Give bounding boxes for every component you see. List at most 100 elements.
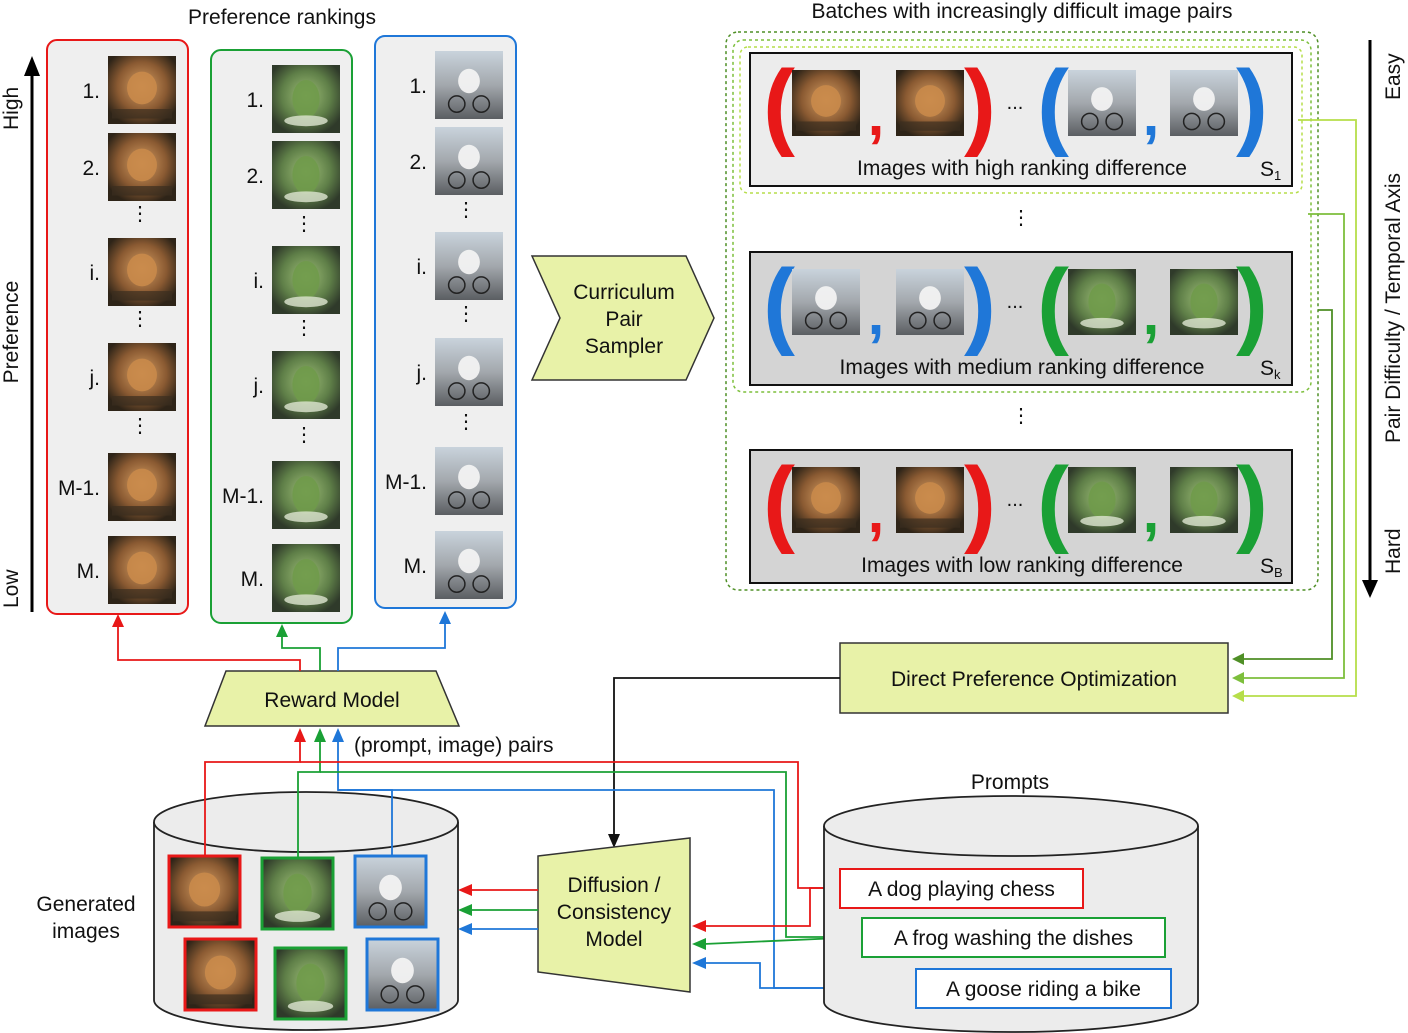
ranking-thumb-goose-5 xyxy=(435,531,503,599)
pair-ellipsis-2: ... xyxy=(1007,489,1024,511)
dpo-label: Direct Preference Optimization xyxy=(891,668,1177,691)
batch-panel-medium: (),(),...Images with medium ranking diff… xyxy=(749,250,1293,386)
batch-tag-sub-0: 1 xyxy=(1274,168,1281,183)
pair-open-paren-0-0: ( xyxy=(763,51,795,158)
pair-ellipsis-1: ... xyxy=(1007,291,1024,313)
pair-open-paren-2-0: ( xyxy=(763,448,795,555)
pair-close-paren-0-1: ) xyxy=(1236,51,1268,158)
pair-open-paren-1-1: ( xyxy=(1037,250,1069,357)
reward-model-block: Reward Model xyxy=(203,670,461,727)
rank-label-frog-1: 2. xyxy=(246,165,264,188)
ranking-column-frog: 1.2.i.j.M-1.M.⋮⋮⋮ xyxy=(210,49,353,624)
generated-thumb-1 xyxy=(260,856,335,931)
generated-line2: images xyxy=(52,920,120,943)
dpo-block: Direct Preference Optimization xyxy=(839,642,1229,714)
pair-thumb-2-1-b xyxy=(1170,467,1238,533)
pair-thumb-2-0-b xyxy=(896,467,964,533)
prompt-item-goose: A goose riding a bike xyxy=(915,968,1172,1009)
generated-thumb-3 xyxy=(183,937,258,1012)
pair-open-paren-2-1: ( xyxy=(1037,448,1069,555)
generated-thumb-0 xyxy=(167,854,242,929)
curriculum-pair-sampler: Curriculum Pair Sampler xyxy=(530,255,715,381)
rank-label-goose-4: M-1. xyxy=(385,471,427,494)
axis-easy-label: Easy xyxy=(1382,53,1405,100)
ranking-thumb-goose-3 xyxy=(435,338,503,406)
pair-open-paren-0-1: ( xyxy=(1037,51,1069,158)
pair-ellipsis-0: ... xyxy=(1007,92,1024,114)
pair-comma-2-1: , xyxy=(1143,478,1160,545)
generated-line1: Generated xyxy=(36,893,135,916)
ranking-thumb-dog-5 xyxy=(108,536,176,604)
rank-dots-frog-2: ⋮ xyxy=(294,424,314,446)
pair-thumb-2-1-a xyxy=(1068,467,1136,533)
pair-comma-0-1: , xyxy=(1143,81,1160,148)
ranking-thumb-dog-0 xyxy=(108,56,176,124)
batch-vdots-2: ⋮ xyxy=(1011,405,1031,427)
images-to-reward-arrows xyxy=(204,728,393,858)
pair-thumb-1-1-a xyxy=(1068,269,1136,335)
prompt-item-dog: A dog playing chess xyxy=(839,868,1084,909)
rank-dots-dog-0: ⋮ xyxy=(130,203,150,225)
reward-to-rankings-arrows xyxy=(112,611,451,671)
diffusion-line1: Diffusion / xyxy=(568,874,661,897)
sampler-line1: Curriculum xyxy=(573,281,675,304)
ranking-thumb-goose-4 xyxy=(435,447,503,515)
ranking-thumb-frog-3 xyxy=(272,351,340,419)
generated-thumb-5 xyxy=(365,937,440,1012)
rank-label-dog-4: M-1. xyxy=(58,477,100,500)
rank-label-frog-2: i. xyxy=(254,270,265,293)
rank-label-frog-0: 1. xyxy=(246,89,264,112)
prompt-text-frog: A frog washing the dishes xyxy=(894,927,1133,950)
rank-label-goose-2: i. xyxy=(417,256,428,279)
rank-label-frog-3: j. xyxy=(253,375,265,398)
difficulty-axis: Easy Hard Pair Difficulty / Temporal Axi… xyxy=(1362,40,1405,598)
ranking-thumb-goose-1 xyxy=(435,127,503,195)
generated-thumb-4 xyxy=(273,946,348,1021)
axis-low-label: Low xyxy=(0,569,23,608)
ranking-thumb-dog-1 xyxy=(108,133,176,201)
ranking-thumb-frog-4 xyxy=(272,461,340,529)
dpo-to-diffusion-arrow xyxy=(608,677,840,848)
ranking-thumb-frog-1 xyxy=(272,141,340,209)
rank-label-dog-2: i. xyxy=(90,262,101,285)
batch-vdots-1: ⋮ xyxy=(1011,207,1031,229)
rank-dots-dog-1: ⋮ xyxy=(130,308,150,330)
pair-close-paren-1-1: ) xyxy=(1236,250,1268,357)
generated-thumb-2 xyxy=(353,854,428,929)
pair-thumb-0-0-b xyxy=(896,70,964,136)
pair-close-paren-1-0: ) xyxy=(964,250,996,357)
rank-dots-goose-2: ⋮ xyxy=(456,411,476,433)
pair-close-paren-0-0: ) xyxy=(964,51,996,158)
pair-comma-2-0: , xyxy=(868,478,885,545)
prompt-list: A dog playing chess A frog washing the di… xyxy=(839,868,1172,1009)
ranking-thumb-dog-3 xyxy=(108,343,176,411)
axis-high-label: High xyxy=(0,87,23,130)
batch-to-dpo-connectors xyxy=(1232,119,1357,702)
batch-tag-sub-2: B xyxy=(1274,565,1283,580)
batch-dashed-frames xyxy=(725,31,1319,591)
batch-tag-sub-1: k xyxy=(1274,367,1281,382)
ranking-thumb-frog-0 xyxy=(272,65,340,133)
rank-dots-frog-1: ⋮ xyxy=(294,317,314,339)
batch-caption-0: Images with high ranking difference xyxy=(857,157,1187,180)
pair-close-paren-2-0: ) xyxy=(964,448,996,555)
ranking-thumb-goose-0 xyxy=(435,51,503,119)
ranking-thumb-frog-5 xyxy=(272,544,340,612)
reward-label: Reward Model xyxy=(264,689,399,712)
axis-preference-label: Preference xyxy=(0,281,23,384)
axis-difficulty-label: Pair Difficulty / Temporal Axis xyxy=(1382,173,1405,443)
prompt-text-dog: A dog playing chess xyxy=(868,878,1055,901)
ranking-column-goose: 1.2.i.j.M-1.M.⋮⋮⋮ xyxy=(374,35,517,609)
rank-label-dog-3: j. xyxy=(89,367,101,390)
batch-panel-high: (),(),...Images with high ranking differ… xyxy=(749,51,1293,187)
pair-thumb-2-0-a xyxy=(792,467,860,533)
rank-dots-frog-0: ⋮ xyxy=(294,213,314,235)
batches-title: Batches with increasingly difficult imag… xyxy=(812,0,1233,23)
preference-axis: High Low Preference xyxy=(0,56,40,612)
rank-label-frog-5: M. xyxy=(241,568,264,591)
rank-label-goose-5: M. xyxy=(404,555,427,578)
rank-label-dog-1: 2. xyxy=(82,157,100,180)
pair-thumb-1-1-b xyxy=(1170,269,1238,335)
diffusion-line3: Model xyxy=(585,928,642,951)
sampler-line3: Sampler xyxy=(585,335,663,358)
